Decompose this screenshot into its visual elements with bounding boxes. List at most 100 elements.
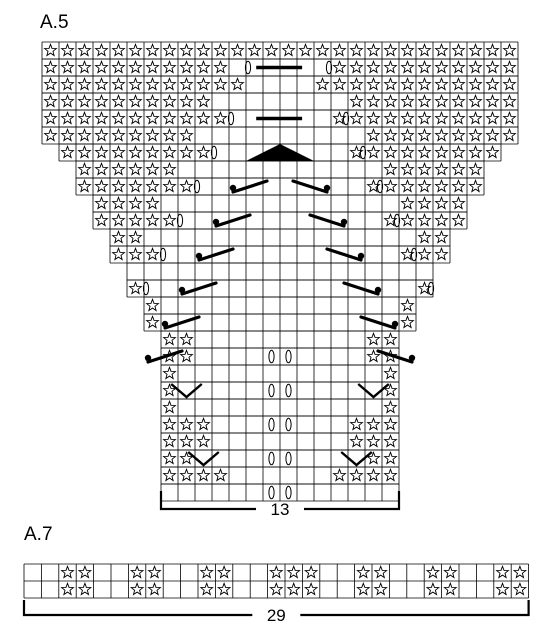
star-stitch-icon bbox=[434, 162, 449, 176]
star-stitch-icon bbox=[434, 94, 449, 108]
star-stitch-icon bbox=[162, 60, 177, 74]
star-stitch-icon bbox=[400, 60, 415, 74]
star-stitch-icon bbox=[196, 417, 211, 431]
star-stitch-icon bbox=[77, 145, 92, 159]
star-stitch-icon bbox=[366, 349, 381, 363]
star-stitch-icon bbox=[147, 565, 162, 579]
star-stitch-icon bbox=[417, 162, 432, 176]
decrease-dot-icon bbox=[161, 320, 169, 328]
star-stitch-icon bbox=[162, 128, 177, 142]
star-stitch-icon bbox=[400, 298, 415, 312]
yarn-over-icon bbox=[285, 383, 292, 398]
yarn-over-icon bbox=[142, 281, 150, 296]
star-stitch-icon bbox=[145, 77, 160, 91]
star-stitch-icon bbox=[485, 145, 500, 159]
slanted-decrease-icon bbox=[180, 281, 218, 296]
star-stitch-icon bbox=[128, 77, 143, 91]
star-stitch-icon bbox=[468, 60, 483, 74]
star-stitch-icon bbox=[162, 94, 177, 108]
star-stitch-icon bbox=[128, 111, 143, 125]
star-stitch-icon bbox=[145, 145, 160, 159]
star-stitch-icon bbox=[383, 111, 398, 125]
star-stitch-icon bbox=[502, 128, 517, 142]
star-stitch-icon bbox=[199, 565, 214, 579]
star-stitch-icon bbox=[77, 94, 92, 108]
decrease-dot-icon bbox=[229, 184, 237, 192]
slanted-decrease-icon bbox=[325, 247, 363, 262]
star-stitch-icon bbox=[451, 196, 466, 210]
yarn-over-icon bbox=[268, 383, 275, 398]
decrease-dot-icon bbox=[340, 218, 348, 226]
star-stitch-icon bbox=[179, 332, 194, 346]
star-stitch-icon bbox=[196, 60, 211, 74]
star-stitch-icon bbox=[94, 213, 109, 227]
star-stitch-icon bbox=[332, 60, 347, 74]
star-stitch-icon bbox=[281, 43, 296, 57]
star-stitch-icon bbox=[145, 162, 160, 176]
yarn-over-icon bbox=[268, 451, 275, 466]
star-stitch-icon bbox=[451, 213, 466, 227]
decrease-dot-icon bbox=[212, 218, 220, 226]
star-stitch-icon bbox=[383, 434, 398, 448]
star-stitch-icon bbox=[383, 383, 398, 397]
star-stitch-icon bbox=[400, 94, 415, 108]
star-stitch-icon bbox=[213, 77, 228, 91]
yarn-over-icon bbox=[325, 60, 333, 75]
star-stitch-icon bbox=[128, 43, 143, 57]
star-stitch-icon bbox=[162, 400, 177, 414]
yarn-over-icon bbox=[359, 145, 367, 160]
star-stitch-icon bbox=[383, 417, 398, 431]
star-stitch-icon bbox=[451, 128, 466, 142]
star-stitch-icon bbox=[128, 196, 143, 210]
yarn-over-icon bbox=[342, 111, 350, 126]
star-stitch-icon bbox=[349, 468, 364, 482]
star-stitch-icon bbox=[468, 128, 483, 142]
star-stitch-icon bbox=[468, 77, 483, 91]
a7-grid bbox=[23, 563, 529, 599]
star-stitch-icon bbox=[269, 565, 284, 579]
star-stitch-icon bbox=[451, 77, 466, 91]
star-stitch-icon bbox=[417, 128, 432, 142]
star-stitch-icon bbox=[162, 366, 177, 380]
star-stitch-icon bbox=[434, 179, 449, 193]
decrease-dot-icon bbox=[195, 252, 203, 260]
star-stitch-icon bbox=[60, 128, 75, 142]
star-stitch-icon bbox=[434, 196, 449, 210]
star-stitch-icon bbox=[417, 60, 432, 74]
yarn-over-icon bbox=[285, 349, 292, 364]
star-stitch-icon bbox=[216, 582, 232, 596]
star-stitch-icon bbox=[502, 77, 517, 91]
star-stitch-icon bbox=[366, 451, 381, 465]
star-stitch-icon bbox=[400, 145, 415, 159]
star-stitch-icon bbox=[60, 145, 75, 159]
star-stitch-icon bbox=[129, 582, 145, 596]
star-stitch-icon bbox=[303, 582, 319, 596]
yarn-over-icon bbox=[159, 247, 167, 262]
star-stitch-icon bbox=[417, 213, 432, 227]
star-stitch-icon bbox=[77, 128, 92, 142]
star-stitch-icon bbox=[451, 60, 466, 74]
star-stitch-icon bbox=[502, 60, 517, 74]
a5-grid bbox=[41, 41, 519, 502]
star-stitch-icon bbox=[485, 94, 500, 108]
star-stitch-icon bbox=[111, 94, 126, 108]
star-stitch-icon bbox=[349, 77, 364, 91]
star-stitch-icon bbox=[451, 94, 466, 108]
star-stitch-icon bbox=[383, 400, 398, 414]
star-stitch-icon bbox=[383, 128, 398, 142]
star-stitch-icon bbox=[162, 179, 177, 193]
decrease-dot-icon bbox=[323, 184, 331, 192]
star-stitch-icon bbox=[94, 77, 109, 91]
star-stitch-icon bbox=[485, 77, 500, 91]
star-stitch-icon bbox=[128, 230, 143, 244]
star-stitch-icon bbox=[451, 145, 466, 159]
star-stitch-icon bbox=[356, 565, 371, 579]
star-stitch-icon bbox=[60, 582, 75, 596]
star-stitch-icon bbox=[145, 315, 160, 329]
star-stitch-icon bbox=[417, 43, 432, 57]
star-stitch-icon bbox=[94, 196, 109, 210]
slanted-decrease-icon bbox=[163, 315, 201, 330]
star-stitch-icon bbox=[366, 111, 381, 125]
star-stitch-icon bbox=[162, 162, 177, 176]
